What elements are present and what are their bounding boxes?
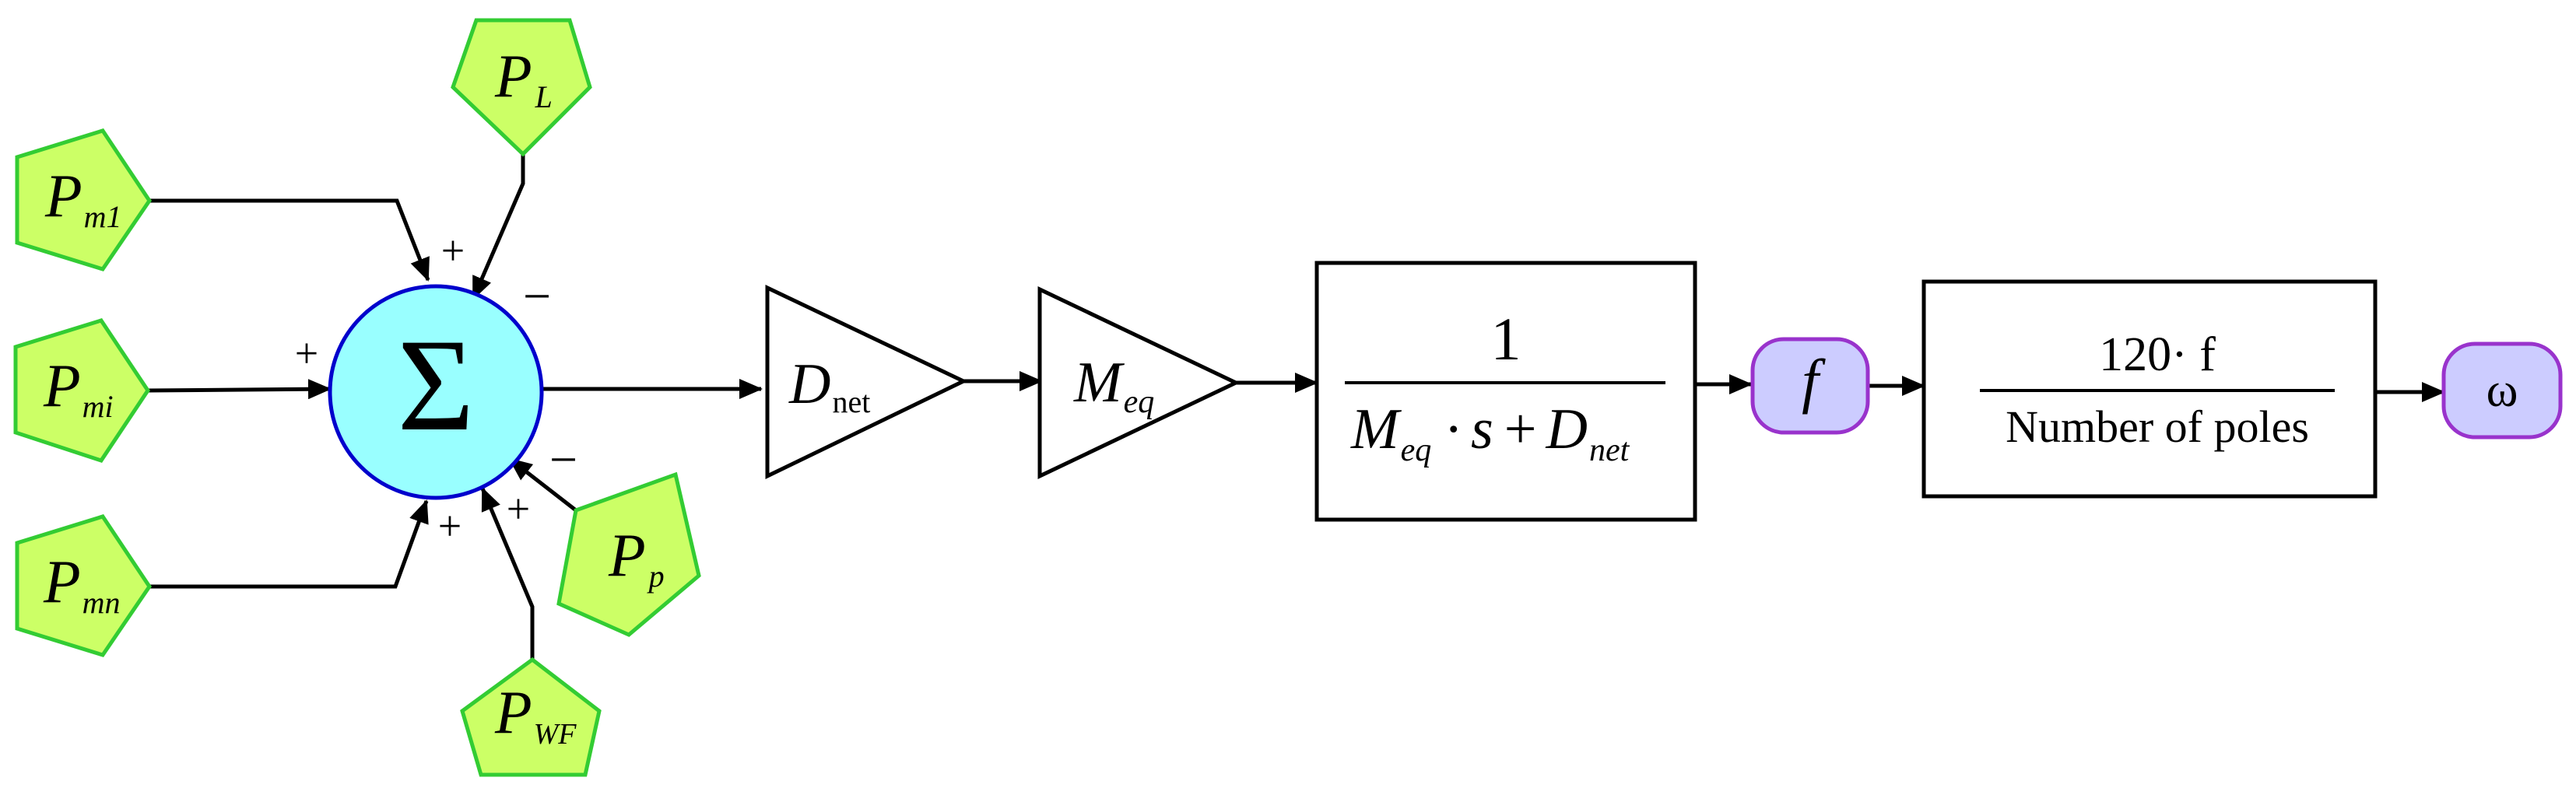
connection-lines [147, 154, 2445, 660]
input-label: Pm1 [44, 162, 122, 234]
input-pm1: Pm1 [15, 128, 153, 271]
sign-pp: − [549, 432, 577, 487]
input-label: Pmn [43, 548, 121, 620]
pentagon-shape [460, 657, 602, 777]
wire-pmi-to-sum [147, 379, 332, 400]
sign-pmi: + [295, 330, 318, 376]
wire-pmn-to-sum [149, 499, 429, 589]
wire-pp-to-sum [508, 457, 577, 512]
sigma-symbol: Σ [398, 312, 475, 458]
frequency-node: f [1750, 337, 1870, 435]
input-pmn: Pmn [15, 514, 153, 657]
gain-block-dnet: Dnet [765, 285, 968, 479]
wire-pl-to-sum [471, 154, 525, 300]
pole-numerator: 120· f [2099, 328, 2216, 381]
wire-pm1-to-sum [149, 198, 430, 282]
input-pwf: PWF [460, 657, 602, 777]
input-label: PWF [494, 678, 577, 751]
summation-circle [328, 284, 544, 500]
summation-signs: + − + + + − [295, 227, 577, 549]
input-label: Pmi [43, 352, 114, 424]
gain-triangle [1037, 286, 1241, 479]
omega-label: ω [2487, 364, 2518, 417]
sign-pm1: + [441, 227, 465, 274]
transfer-function-block: 1 Meq·s+Dnet [1314, 261, 1697, 522]
pole-denominator: Number of poles [2006, 401, 2309, 452]
output-node-box [2441, 341, 2563, 440]
sign-pmn: + [438, 503, 462, 549]
output-node: ω [2441, 341, 2563, 440]
summation-junction: Σ [328, 284, 544, 500]
wire-pwf-to-sum [480, 487, 535, 660]
pentagon-shape [13, 318, 151, 463]
frequency-node-box [1750, 337, 1870, 435]
sign-pwf: + [507, 485, 530, 532]
transfer-denominator: Meq·s+Dnet [1350, 398, 1630, 468]
transfer-box [1314, 261, 1697, 522]
gain-label: Meq [1073, 351, 1154, 420]
transfer-numerator: 1 [1491, 305, 1521, 373]
input-pmi: Pmi [13, 318, 151, 463]
gain-label: Dnet [788, 352, 870, 419]
gain-triangle [765, 285, 968, 479]
pentagon-shape [556, 471, 701, 637]
gain-block-meq: Meq [1037, 286, 1241, 479]
sign-pl: − [523, 268, 551, 324]
pentagon-shape [15, 514, 153, 657]
pole-conversion-block: 120· f Number of poles [1921, 279, 2378, 499]
pentagon-shape [451, 18, 592, 157]
pentagon-shape [15, 128, 153, 271]
